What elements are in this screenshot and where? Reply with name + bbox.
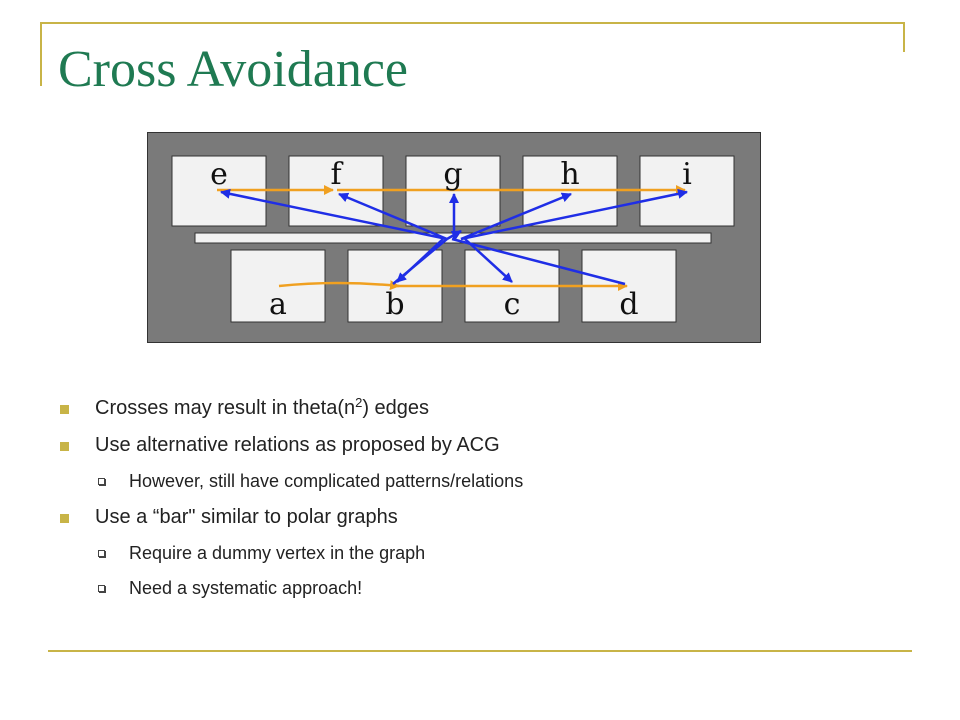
sub-bullet-marker xyxy=(98,550,105,557)
frame-line-left xyxy=(40,22,42,86)
edge-a-b xyxy=(278,280,400,291)
frame-line-right xyxy=(903,22,905,52)
frame-line-bottom xyxy=(48,650,912,652)
bullet-crosses: Crosses may result in theta(n2) edges xyxy=(60,396,920,420)
bullet-use-bar: Use a “bar" similar to polar graphs xyxy=(60,505,920,529)
edge-b-hub xyxy=(446,229,462,241)
bullet-marker xyxy=(60,405,69,414)
sub-bullet-marker xyxy=(98,585,105,592)
edge-hub-h xyxy=(460,192,572,241)
slide-title: Cross Avoidance xyxy=(58,41,408,98)
sub-bullet-complicated-patterns: However, still have complicated patterns… xyxy=(60,470,920,492)
vertex-label-f: f xyxy=(330,157,343,192)
vertex-label-c: c xyxy=(504,287,521,322)
edge-hub-d xyxy=(451,237,626,286)
edge-hub-i xyxy=(460,188,688,241)
edge-hub-b-alt xyxy=(392,238,448,285)
edge-hub-c xyxy=(464,238,513,283)
edge-hub-f xyxy=(338,192,448,241)
cross-avoidance-diagram: e f g h i a b c d xyxy=(147,132,761,343)
vertex-box-a xyxy=(230,249,326,323)
vertex-label-d: d xyxy=(619,287,638,322)
bullet-alternative-relations: Use alternative relations as proposed by… xyxy=(60,433,920,457)
sub-bullet-marker xyxy=(98,478,105,485)
bullet-list: Crosses may result in theta(n2) edges Us… xyxy=(60,396,920,612)
vertex-label-h: h xyxy=(560,157,579,192)
sub-bullet-systematic-approach: Need a systematic approach! xyxy=(60,577,920,599)
vertex-label-g: g xyxy=(443,157,462,192)
vertex-label-i: i xyxy=(682,157,692,192)
sub-bullet-dummy-vertex: Require a dummy vertex in the graph xyxy=(60,542,920,564)
edge-hub-e xyxy=(220,188,448,241)
vertex-label-a: a xyxy=(269,287,287,322)
frame-line-top xyxy=(40,22,905,24)
vertex-label-e: e xyxy=(210,157,228,192)
bullet-marker xyxy=(60,514,69,523)
bullet-marker xyxy=(60,442,69,451)
vertex-label-b: b xyxy=(385,287,404,322)
